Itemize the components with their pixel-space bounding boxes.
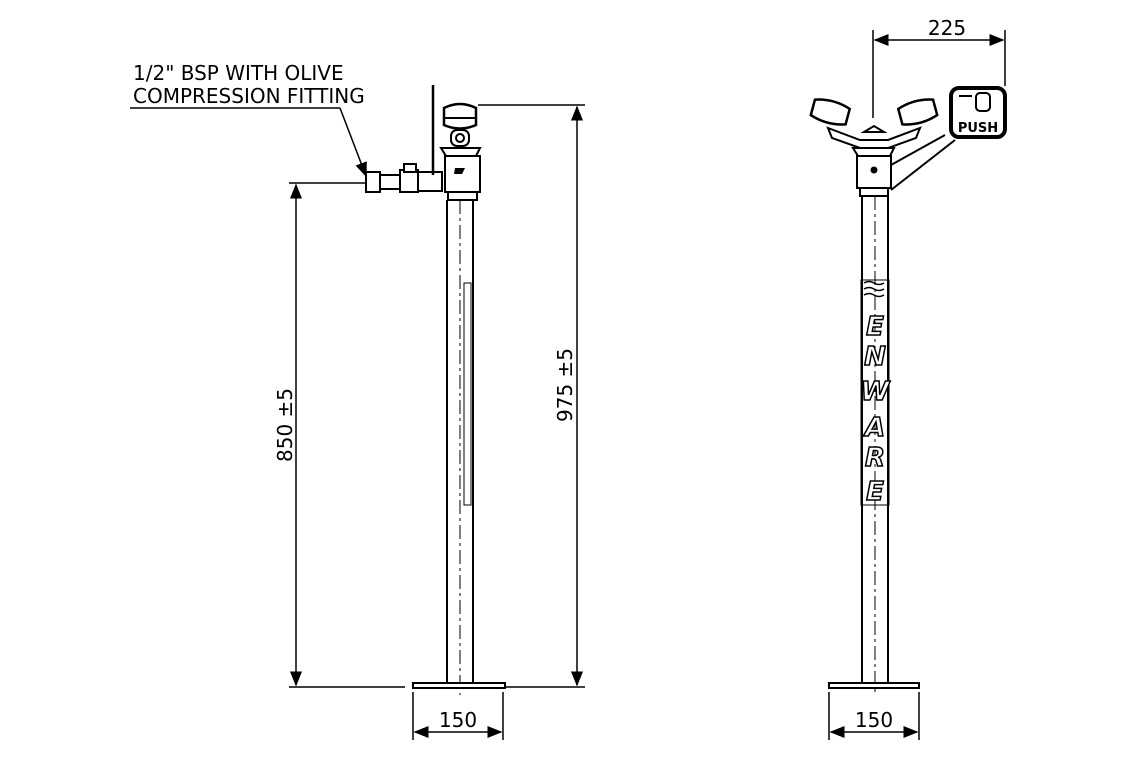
dimension-150-left — [412, 692, 504, 740]
logo-letter: W — [861, 377, 891, 407]
logo-letter: E — [866, 477, 884, 507]
side-view — [130, 85, 506, 695]
push-button-label: PUSH — [958, 121, 998, 136]
dimension-label-225: 225 — [928, 16, 966, 40]
dimension-850 — [289, 182, 405, 688]
dimension-label-150-right: 150 — [855, 708, 893, 732]
dimension-975 — [478, 104, 585, 688]
logo-letter: E — [866, 312, 884, 342]
fitting-annotation-line1: 1/2" BSP WITH OLIVE — [133, 61, 344, 85]
logo-letter: N — [864, 342, 886, 372]
dimension-150-right — [828, 692, 920, 740]
logo-letter: R — [865, 443, 885, 473]
logo-letter: A — [863, 413, 885, 443]
dimension-label-150-left: 150 — [439, 708, 477, 732]
dimension-label-975: 975 ±5 — [553, 348, 577, 422]
front-view — [809, 86, 1007, 695]
pole-logo: E N W A R E — [860, 311, 892, 508]
dimension-225 — [872, 30, 1006, 118]
fitting-annotation-line2: COMPRESSION FITTING — [133, 84, 365, 108]
dimension-label-850: 850 ±5 — [273, 388, 297, 462]
